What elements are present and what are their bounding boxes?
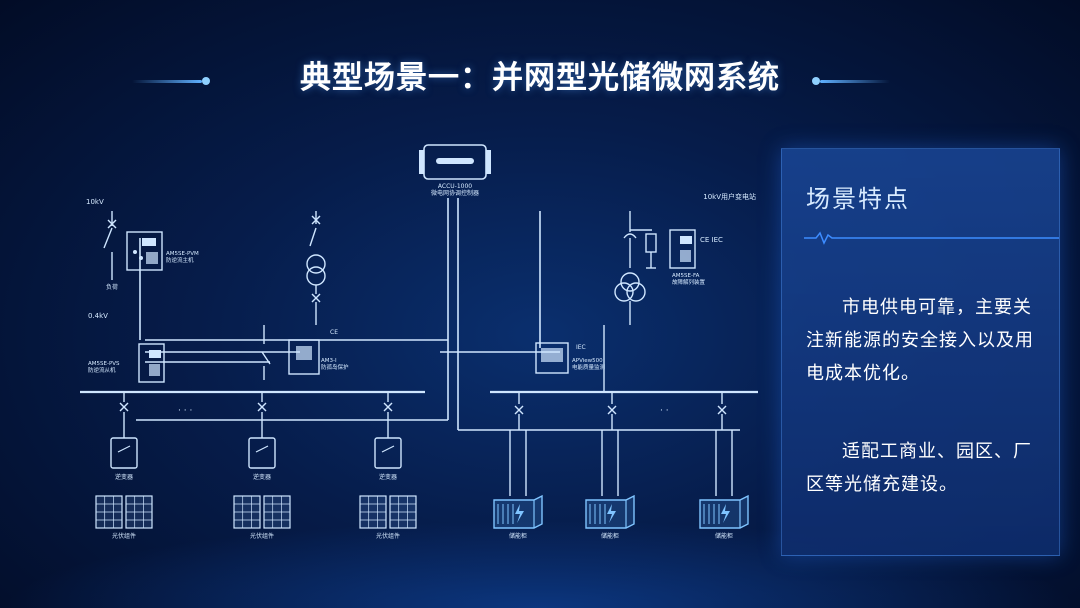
- amsse-pvm-label-2: 防逆流主机: [166, 256, 194, 264]
- controller-label-name: 微电网协调控制器: [431, 189, 479, 197]
- apview-device-icon: [535, 342, 569, 374]
- am3-label-2: 防孤岛保护: [321, 363, 349, 371]
- bus-10kv-label: 10kV: [86, 198, 104, 206]
- transformer-right-icon: [614, 211, 657, 325]
- inverter-label: 逆变器: [253, 473, 271, 481]
- inverter-label: 逆变器: [379, 473, 397, 481]
- storage-cabinet-icon: [493, 494, 543, 529]
- pv-panel-icon: [233, 495, 291, 529]
- storage-label: 储能柜: [601, 532, 619, 540]
- inverter-icon: [374, 437, 402, 469]
- storage-branches: 储能柜 储能柜 储能柜: [493, 392, 749, 540]
- storage-label: 储能柜: [509, 532, 527, 540]
- lv-feeder-right: [490, 325, 758, 394]
- amsse-fa-certification: CE IEC: [700, 236, 723, 244]
- pv-label: 光伏组件: [250, 532, 274, 540]
- amsse-pvs-device-icon: [138, 343, 165, 383]
- amsse-pvs-label-1: AM5SE-PVS: [88, 361, 120, 367]
- page-title: 典型场景一：并网型光储微网系统: [300, 60, 780, 96]
- lv-feeder-left: [80, 325, 425, 394]
- apview-label-1: APView500: [572, 358, 603, 364]
- amsse-pvs-label-2: 防逆流从机: [88, 366, 116, 374]
- storage-branch: 储能柜: [585, 392, 635, 540]
- title-decoration-right: [820, 80, 890, 83]
- features-panel: 场景特点 市电供电可靠，主要关注新能源的安全接入以及用电成本优化。 适配工商业、…: [781, 148, 1060, 556]
- storage-label: 储能柜: [715, 532, 733, 540]
- pv-label: 光伏组件: [112, 532, 136, 540]
- pv-panel-icon: [359, 495, 417, 529]
- amsse-pvm-label-1: AM5SE-PVM: [166, 251, 199, 257]
- transformer-left-icon: [306, 211, 326, 325]
- storage-cabinet-icon: [585, 494, 635, 529]
- apview-certification: IEC: [576, 344, 586, 351]
- bus-04kv-label: 0.4kV: [88, 312, 108, 320]
- amsse-fa-label-2: 故障解列装置: [672, 278, 706, 286]
- inverter-icon: [110, 437, 138, 469]
- am3-device-icon: [288, 339, 320, 375]
- title-decoration-left: [132, 80, 202, 83]
- inverter-icon: [248, 437, 276, 469]
- storage-cabinet-icon: [699, 494, 749, 529]
- panel-paragraph-2: 适配工商业、园区、厂区等光储充建设。: [806, 441, 1032, 495]
- pv-panel-icon: [95, 495, 153, 529]
- amsse-fa-label-1: AM5SE-FA: [672, 273, 700, 279]
- am3-certification: CE: [330, 329, 338, 336]
- apview-label-2: 电能质量监测: [572, 363, 606, 371]
- panel-paragraph-1: 市电供电可靠，主要关注新能源的安全接入以及用电成本优化。: [806, 297, 1034, 384]
- panel-title: 场景特点: [806, 185, 910, 213]
- amsse-pvm-device-icon: [126, 231, 163, 271]
- title-dot-right: [812, 77, 820, 85]
- pv-label: 光伏组件: [376, 532, 400, 540]
- inverter-label: 逆变器: [115, 473, 133, 481]
- storage-branch: 储能柜: [493, 392, 543, 540]
- controller-label-model: ACCU-1000: [438, 183, 472, 190]
- ellipsis-left: · · ·: [178, 406, 192, 416]
- title-bar: 典型场景一：并网型光储微网系统: [0, 52, 1080, 108]
- ellipsis-right: · ·: [660, 406, 669, 416]
- bus-10kv-label-right: 10kV用户变电站: [703, 192, 756, 201]
- title-dot-left: [202, 77, 210, 85]
- amsse-fa-device-icon: [669, 229, 696, 269]
- panel-title-underline: [804, 231, 1059, 245]
- load-label: 负荷: [106, 283, 118, 291]
- comm-lines: [136, 198, 740, 431]
- storage-branch: 储能柜: [699, 392, 749, 540]
- am3-label-1: AM3-I: [321, 358, 337, 364]
- controller-device-icon: [419, 144, 491, 180]
- load-branch: [103, 211, 117, 280]
